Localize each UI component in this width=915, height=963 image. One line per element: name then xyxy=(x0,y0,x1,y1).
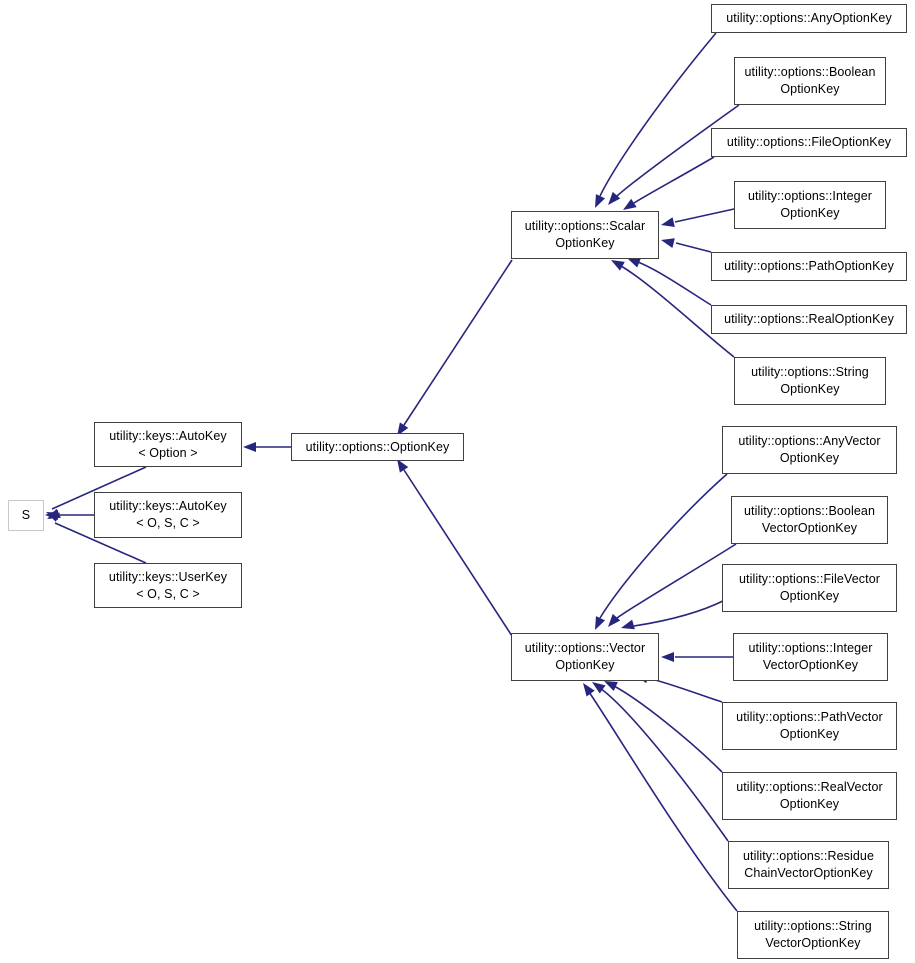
class-node-scalarkey[interactable]: utility::options::Scalar OptionKey xyxy=(511,211,659,259)
inheritance-arrowhead xyxy=(661,652,674,662)
inheritance-edge xyxy=(674,208,735,223)
class-node-string_opt[interactable]: utility::options::String OptionKey xyxy=(734,357,886,405)
class-node-path_vec[interactable]: utility::options::PathVector OptionKey xyxy=(722,702,897,750)
class-node-path_opt[interactable]: utility::options::PathOptionKey xyxy=(711,252,907,281)
class-node-label: utility::options::Integer OptionKey xyxy=(747,189,873,220)
inheritance-edge xyxy=(613,685,723,773)
class-node-real_opt[interactable]: utility::options::RealOptionKey xyxy=(711,305,907,334)
class-node-file_vec[interactable]: utility::options::FileVector OptionKey xyxy=(722,564,897,612)
inheritance-edge xyxy=(633,156,715,204)
class-node-res_vec[interactable]: utility::options::Residue ChainVectorOpt… xyxy=(728,841,889,889)
class-node-label: utility::keys::AutoKey < Option > xyxy=(109,428,227,460)
inheritance-arrowhead xyxy=(595,194,606,208)
inheritance-arrowhead xyxy=(608,613,621,627)
class-node-label: utility::options::FileVector OptionKey xyxy=(738,572,881,603)
inheritance-edge xyxy=(403,259,513,426)
inheritance-arrowhead xyxy=(45,510,58,520)
class-node-label: S xyxy=(21,508,31,522)
inheritance-edge xyxy=(403,469,513,637)
class-node-int_vec[interactable]: utility::options::Integer VectorOptionKe… xyxy=(733,633,888,681)
class-node-label: utility::options::FileOptionKey xyxy=(726,135,892,149)
inheritance-arrowhead xyxy=(595,616,606,630)
class-node-label: utility::options::RealVector OptionKey xyxy=(736,780,883,811)
class-node-label: utility::options::Scalar OptionKey xyxy=(524,219,646,250)
inheritance-edge xyxy=(599,32,717,197)
inheritance-edge xyxy=(675,242,712,253)
inheritance-edge xyxy=(647,677,723,703)
inheritance-arrowhead xyxy=(46,512,60,522)
class-node-label: utility::options::OptionKey xyxy=(305,439,450,454)
inheritance-edge xyxy=(637,261,712,306)
class-node-label: utility::options::String OptionKey xyxy=(751,365,869,396)
inheritance-arrowhead xyxy=(621,619,635,630)
class-node-bool_opt[interactable]: utility::options::Boolean OptionKey xyxy=(734,57,886,105)
inheritance-edge xyxy=(588,691,738,912)
class-node-autokey_osc[interactable]: utility::keys::AutoKey < O, S, C > xyxy=(94,492,242,538)
class-node-label: utility::options::PathOptionKey xyxy=(724,259,894,273)
class-node-label: utility::options::Boolean VectorOptionKe… xyxy=(743,504,876,535)
class-node-label: utility::keys::UserKey < O, S, C > xyxy=(108,569,228,601)
class-node-bool_vec[interactable]: utility::options::Boolean VectorOptionKe… xyxy=(731,496,888,544)
class-node-real_vec[interactable]: utility::options::RealVector OptionKey xyxy=(722,772,897,820)
inheritance-arrowhead xyxy=(583,683,595,697)
inheritance-arrowhead xyxy=(47,508,61,519)
class-node-label: utility::options::Integer VectorOptionKe… xyxy=(748,641,873,672)
class-node-label: utility::keys::AutoKey < O, S, C > xyxy=(109,499,227,530)
class-node-vectorkey[interactable]: utility::options::Vector OptionKey xyxy=(511,633,659,681)
class-node-any_opt[interactable]: utility::options::AnyOptionKey xyxy=(711,4,907,33)
class-node-label: utility::options::Vector OptionKey xyxy=(524,641,646,672)
inheritance-arrowhead xyxy=(661,238,675,248)
inheritance-arrowhead xyxy=(661,217,675,227)
inheritance-arrowhead xyxy=(608,191,621,205)
class-node-string_vec[interactable]: utility::options::String VectorOptionKey xyxy=(737,911,889,959)
class-node-label: utility::options::String VectorOptionKey xyxy=(754,919,872,950)
class-node-any_vec[interactable]: utility::options::AnyVector OptionKey xyxy=(722,426,897,474)
class-node-label: utility::options::Residue ChainVectorOpt… xyxy=(742,849,875,880)
class-node-label: utility::options::Boolean OptionKey xyxy=(744,65,876,96)
class-node-optionkey[interactable]: utility::options::OptionKey xyxy=(291,433,464,461)
class-node-label: utility::options::AnyVector OptionKey xyxy=(738,434,881,465)
inheritance-arrowhead xyxy=(243,442,256,452)
inheritance-edge xyxy=(599,687,729,842)
class-node-label: utility::options::RealOptionKey xyxy=(724,312,894,326)
class-node-autokey_opt[interactable]: utility::keys::AutoKey < Option > xyxy=(94,422,242,467)
inheritance-edge xyxy=(616,543,737,619)
class-node-s[interactable]: S xyxy=(8,500,44,531)
class-node-userkey_osc[interactable]: utility::keys::UserKey < O, S, C > xyxy=(94,563,242,608)
class-node-file_opt[interactable]: utility::options::FileOptionKey xyxy=(711,128,907,157)
class-node-label: utility::options::PathVector OptionKey xyxy=(736,710,883,741)
inheritance-edge xyxy=(599,473,728,619)
class-node-int_opt[interactable]: utility::options::Integer OptionKey xyxy=(734,181,886,229)
class-node-label: utility::options::AnyOptionKey xyxy=(726,11,892,25)
inheritance-edge xyxy=(633,599,726,627)
